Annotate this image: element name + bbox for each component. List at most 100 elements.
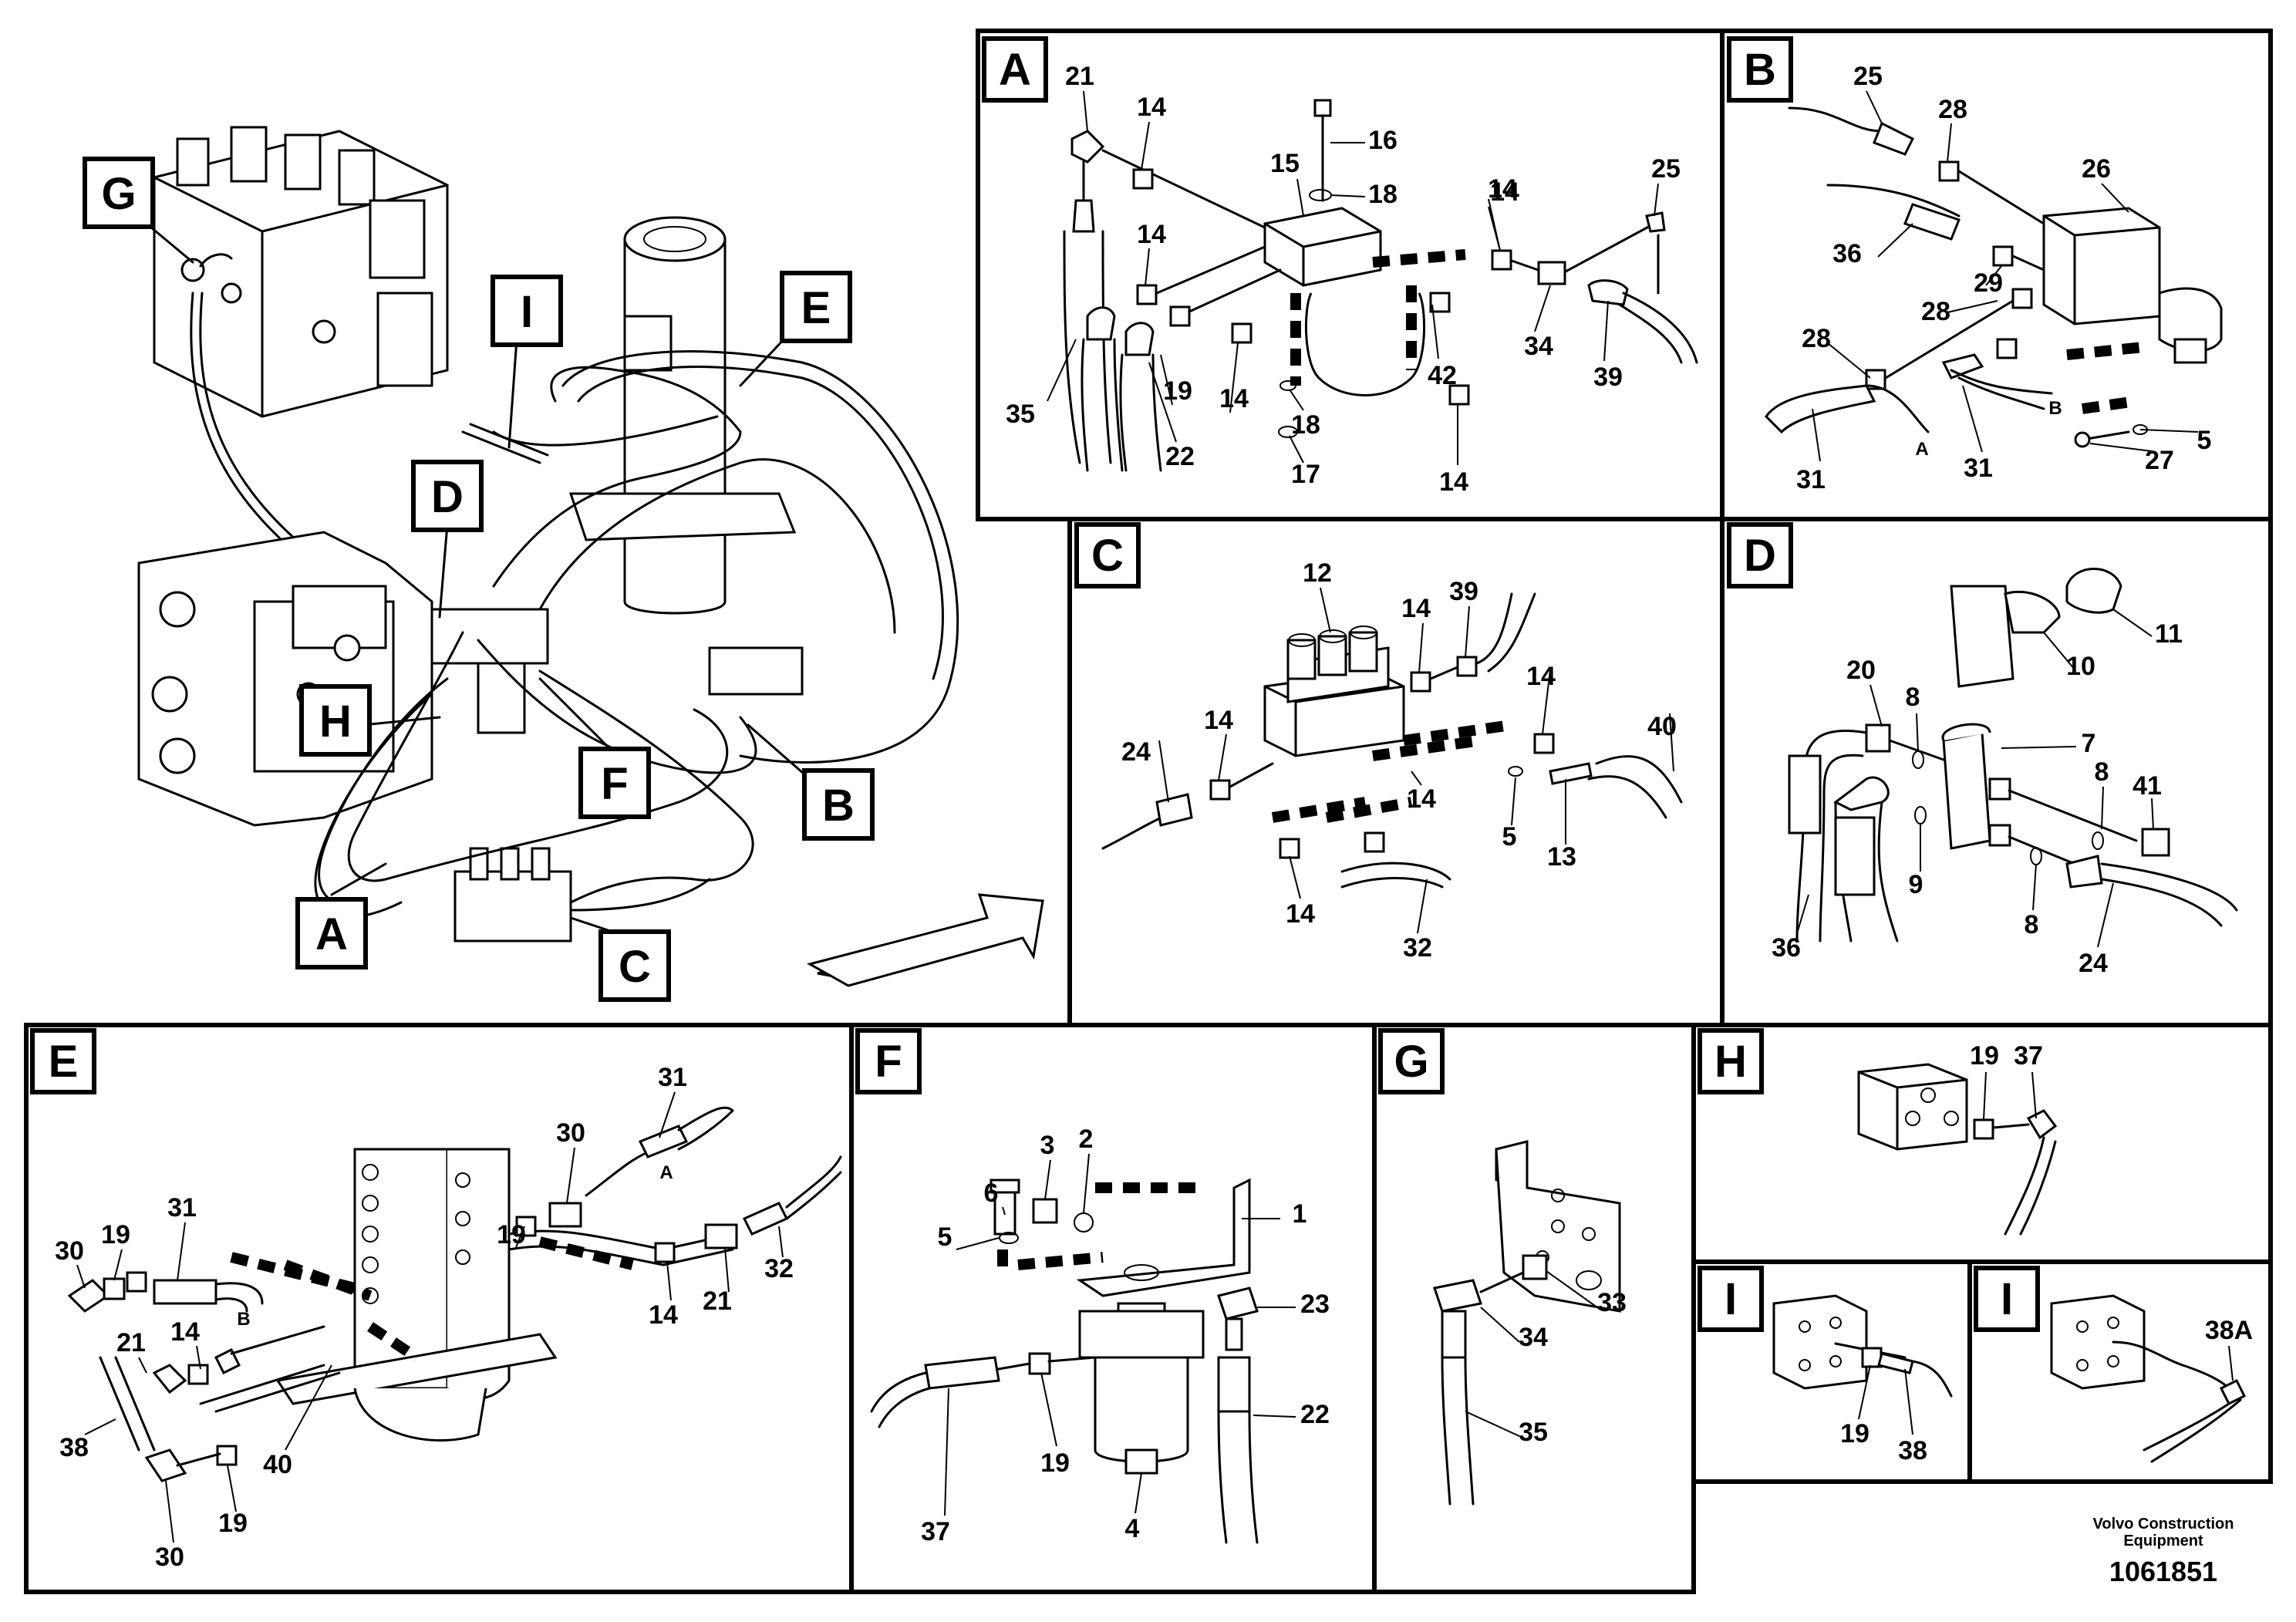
part-number: 32 (1403, 933, 1432, 963)
part-number: 36 (1832, 239, 1862, 268)
panel-tag-label: B (1744, 45, 1776, 95)
leader-line (1218, 733, 1227, 781)
callout-g: G (83, 157, 155, 229)
panel-frames (24, 29, 2273, 1594)
panel-tag-box (1974, 1266, 2040, 1332)
connection-letter: B (2048, 398, 2062, 419)
part-number: 14 (1526, 662, 1556, 691)
callout-box (411, 460, 484, 532)
leader-line (113, 1249, 123, 1281)
leader-line (1904, 1368, 1913, 1435)
callout-box (83, 157, 155, 229)
part-number: 18 (1291, 410, 1320, 440)
panel-tag-label: H (1714, 1037, 1747, 1087)
callout-box (491, 275, 563, 347)
leader-line (84, 1418, 116, 1435)
part-number: 21 (703, 1286, 732, 1316)
part-number: 2 (1079, 1125, 1094, 1154)
leader-line (1542, 669, 1551, 735)
connection-letter: B (237, 1309, 250, 1330)
leader-line (944, 1388, 949, 1516)
leader-line (1289, 389, 1304, 411)
part-number: 30 (155, 1543, 184, 1572)
panel-e-drawing (67, 1106, 842, 1482)
leader-line (1047, 339, 1077, 402)
panel-tag-label: C (1091, 531, 1124, 581)
leader-line (1320, 587, 1331, 633)
panel-d-drawing (1788, 568, 2238, 943)
leader-line (1002, 1206, 1006, 1216)
leader-line (1870, 684, 1883, 727)
part-number: 32 (764, 1254, 794, 1283)
part-number: 22 (1300, 1400, 1330, 1429)
leader-line (1411, 771, 1422, 786)
part-number: 4 (1125, 1514, 1140, 1543)
callout-f: F (578, 747, 651, 819)
overview-illustration (137, 126, 1044, 987)
part-number: 31 (658, 1063, 687, 1092)
part-number: 38 (59, 1433, 89, 1462)
part-number: 40 (263, 1450, 292, 1479)
part-number: 35 (1519, 1418, 1548, 1447)
part-number: 34 (1524, 332, 1553, 361)
connection-letter: A (659, 1162, 673, 1183)
leader-line (76, 1264, 86, 1289)
leader-line (1040, 1372, 1057, 1447)
leader-line (2031, 1071, 2037, 1119)
leader-line (1229, 342, 1239, 413)
leader-line (1546, 1270, 1601, 1310)
part-number: 14 (649, 1300, 678, 1330)
leader-line (1465, 605, 1470, 658)
leader-line (285, 1364, 332, 1451)
callout-d: D (411, 460, 484, 532)
leader-line (566, 1147, 575, 1204)
part-number: 35 (1006, 400, 1035, 429)
part-number: 15 (1270, 149, 1300, 178)
part-number: 23 (1300, 1290, 1330, 1319)
part-number: 5 (2197, 426, 2212, 455)
leader-line (1877, 223, 1913, 258)
leader-line (1947, 123, 1952, 163)
leader-line (1431, 304, 1439, 359)
panel-g-drawing (1433, 1140, 1621, 1506)
part-number: 25 (1853, 62, 1883, 91)
leader-line (1812, 408, 1821, 462)
callout-box (802, 768, 875, 841)
part-number: 40 (1647, 712, 1677, 741)
leader-line (1858, 1364, 1871, 1420)
panel-c-drawing (1101, 592, 1683, 889)
callout-a: A (295, 897, 368, 969)
callout-h: H (299, 684, 372, 757)
leader-line (1145, 248, 1150, 286)
panel-f-drawing (870, 1178, 1259, 1544)
leader-line (1289, 435, 1304, 464)
panel-tag-label: A (999, 45, 1031, 95)
leader-line (177, 1222, 186, 1281)
panel-tag-e: E (30, 1028, 96, 1094)
connection-letter: A (1915, 439, 1928, 460)
leader-line (1511, 777, 1516, 826)
part-number: 14 (1286, 899, 1315, 929)
part-number: 7 (2082, 729, 2096, 758)
part-number: 21 (116, 1328, 146, 1357)
part-number: 6 (984, 1179, 999, 1208)
leader-line (1962, 385, 1983, 453)
leader-line (1983, 1071, 1987, 1121)
part-number: 41 (2132, 771, 2162, 801)
part-number: 3 (1040, 1131, 1055, 1160)
panel-tag-box (982, 36, 1048, 103)
leader-line (1480, 1307, 1520, 1343)
leader-line (1985, 265, 2002, 286)
leader-line (2089, 443, 2153, 452)
panel-tag-box (30, 1028, 96, 1094)
part-number: 37 (2014, 1041, 2043, 1071)
part-number: 18 (1368, 180, 1397, 209)
leader-line (1158, 740, 1169, 803)
part-number: 25 (1651, 154, 1681, 184)
part-number: 26 (2082, 154, 2111, 184)
